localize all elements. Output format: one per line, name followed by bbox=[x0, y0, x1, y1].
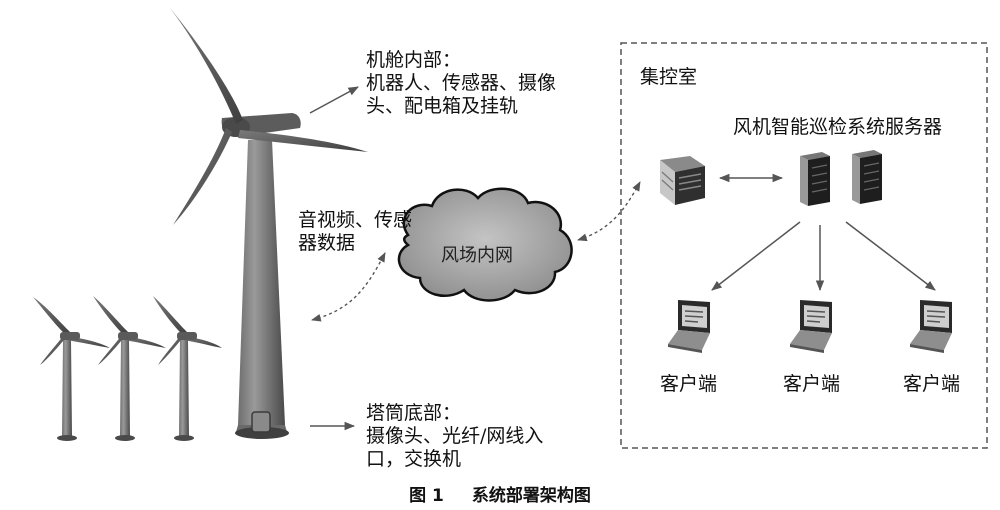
large-wind-turbine bbox=[170, 8, 368, 439]
av-data-line-1: 音视频、传感 bbox=[298, 209, 413, 231]
server-tower-icon bbox=[852, 150, 882, 204]
nacelle-line-1: 机器人、传感器、摄像 bbox=[366, 72, 557, 94]
server-client3-arrow bbox=[845, 221, 936, 291]
server-label: 风机智能巡检系统服务器 bbox=[733, 116, 943, 138]
gateway-server-icon bbox=[660, 156, 705, 205]
tower-line-1: 摄像头、光纤/网线入 bbox=[366, 425, 544, 447]
server-tower-icon bbox=[800, 152, 830, 206]
nacelle-title: 机舱内部： bbox=[366, 49, 462, 71]
nacelle-line-2: 头、配电箱及挂轨 bbox=[366, 95, 519, 117]
cloud-control-link bbox=[577, 181, 641, 242]
control-room-box bbox=[620, 42, 988, 449]
figure-caption: 图 1 系统部署架构图 bbox=[0, 481, 1000, 506]
laptop-icon bbox=[910, 300, 952, 353]
small-wind-turbine-2 bbox=[93, 296, 166, 441]
figure-title: 系统部署架构图 bbox=[471, 486, 591, 506]
small-wind-turbine-1 bbox=[33, 297, 110, 441]
laptop-icon bbox=[668, 300, 710, 353]
cloud-label: 风场内网 bbox=[441, 245, 513, 266]
turbine-cloud-link bbox=[311, 252, 386, 322]
control-room-label: 集控室 bbox=[640, 66, 698, 88]
laptop-icon bbox=[790, 300, 832, 353]
tower-title: 塔筒底部： bbox=[366, 402, 462, 424]
tower-line-2: 口，交换机 bbox=[366, 448, 462, 470]
server-client1-arrow bbox=[711, 221, 801, 291]
nacelle-arrow bbox=[309, 86, 359, 114]
figure-number: 图 1 bbox=[409, 486, 444, 506]
cloud-icon bbox=[397, 187, 573, 302]
av-data-line-2: 器数据 bbox=[298, 232, 356, 254]
client-label-2: 客户端 bbox=[783, 373, 841, 395]
client-label-3: 客户端 bbox=[903, 373, 961, 395]
client-label-1: 客户端 bbox=[660, 373, 718, 395]
small-wind-turbine-3 bbox=[153, 296, 222, 441]
